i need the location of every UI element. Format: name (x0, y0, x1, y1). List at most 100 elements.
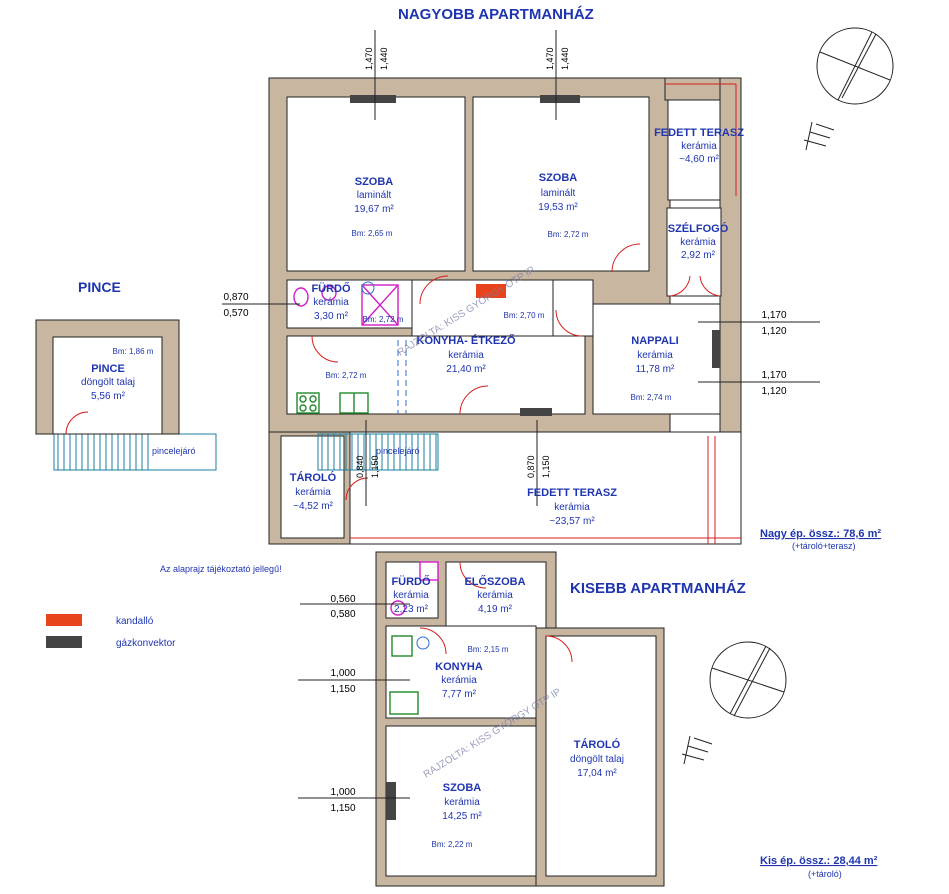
room-szelfogo (666, 207, 722, 297)
legend-label: kandalló (116, 616, 154, 627)
gas-heater-icon (46, 636, 82, 648)
room-floor: kerámia (477, 590, 513, 601)
room-height: Bm: 2,72 m (363, 315, 404, 324)
room-furdo-1 (286, 279, 413, 329)
gas-heater-icon (350, 95, 396, 103)
small-building (375, 551, 665, 887)
room-area: 7,77 m² (442, 689, 477, 700)
room-height: Bm: 2,74 m (631, 393, 672, 402)
total-small: Kis ép. össz.: 28,44 m² (760, 855, 878, 867)
room-fedett-terasz-bottom (349, 431, 742, 545)
room-label: FÜRDŐ (311, 282, 351, 295)
dimension-label: 1,440 (560, 47, 570, 70)
room-floor: kerámia (637, 350, 673, 361)
shower-icon (361, 284, 399, 326)
room-floor: kerámia (681, 141, 717, 152)
room-label: NAPPALI (631, 335, 678, 347)
room-konyha-etkezo (286, 335, 586, 415)
room-height: Bm: 2,65 m (352, 229, 393, 238)
room-floor: kerámia (444, 797, 480, 808)
room-height: Bm: 2,15 m (468, 645, 509, 654)
room-floor: laminált (541, 188, 576, 199)
fireplace-icon (46, 614, 82, 626)
gas-heater-icon (520, 408, 552, 416)
total-large: Nagy ép. össz.: 78,6 m² (760, 528, 881, 540)
room-height: Bm: 1,86 m (113, 347, 154, 356)
room-height: Bm: 2,22 m (432, 840, 473, 849)
total-large-sub: (+tároló+terasz) (792, 541, 856, 551)
room-area: 19,67 m² (354, 204, 394, 215)
dimension-label: 1,150 (370, 455, 380, 478)
room-height: Bm: 2,72 m (548, 230, 589, 239)
boiler-icon (416, 636, 430, 650)
room-szoba-2 (472, 96, 650, 272)
dimension-label: 1,150 (541, 455, 551, 478)
room-szoba-3 (385, 725, 537, 877)
dimension-label: 1,000 (330, 668, 355, 679)
room-label: ELŐSZOBA (464, 575, 525, 588)
room-label: SZÉLFOGÓ (668, 222, 729, 235)
room-furdo-2 (385, 561, 439, 619)
north-arrow-icon (803, 27, 894, 151)
room-height: Bm: 2,70 m (504, 311, 545, 320)
header-large-building: NAGYOBB APARTMANHÁZ (398, 6, 594, 23)
room-area: 2,23 m² (394, 604, 429, 615)
room-area: 19,53 m² (538, 202, 578, 213)
stove-icon (296, 392, 320, 414)
room-area: 17,04 m² (577, 768, 617, 779)
header-pince: PINCE (78, 279, 121, 295)
room-label: KONYHA- ÉTKEZŐ (417, 334, 516, 347)
total-small-sub: (+tároló) (808, 869, 842, 879)
room-szoba-1 (286, 96, 466, 272)
dimension-label: 1,470 (364, 47, 374, 70)
room-label: SZOBA (443, 782, 482, 794)
disclaimer: Az alaprajz tájékoztató jellegű! (160, 564, 282, 574)
room-label: KONYHA (435, 661, 483, 673)
room-area: 3,30 m² (314, 311, 349, 322)
legend-label: gázkonvektor (116, 638, 176, 649)
dimension-label: 1,000 (330, 787, 355, 798)
toilet-icon (390, 600, 406, 616)
dimension-label: 1,120 (761, 386, 786, 397)
room-label: FEDETT TERASZ (527, 487, 617, 499)
shower-icon (419, 561, 439, 581)
room-floor: kerámia (313, 297, 349, 308)
dimension-label: 1,440 (379, 47, 389, 70)
room-floor: laminált (357, 190, 392, 201)
room-floor: kerámia (295, 487, 331, 498)
dimension-lines (222, 30, 820, 799)
dimension-label: 0,870 (526, 455, 536, 478)
dimension-label: 1,170 (761, 310, 786, 321)
room-konyha-2 (385, 625, 537, 719)
room-floor: kerámia (680, 237, 716, 248)
large-building (268, 77, 742, 545)
sink-icon (389, 691, 419, 715)
boiler-icon (361, 281, 375, 295)
dimension-label: 0,570 (223, 308, 248, 319)
header-small-building: KISEBB APARTMANHÁZ (570, 580, 746, 597)
gas-heater-icon (712, 330, 720, 368)
dimension-label: 0,870 (223, 292, 248, 303)
room-area: ~23,57 m² (549, 516, 595, 527)
room-area: 4,19 m² (478, 604, 513, 615)
room-area: 11,78 m² (636, 364, 675, 375)
room-floor: kerámia (441, 675, 477, 686)
dimension-label: 0,840 (355, 455, 365, 478)
room-label: PINCE (91, 363, 125, 375)
room-area: ~4,52 m² (293, 501, 333, 512)
room-area: 21,40 m² (446, 364, 486, 375)
room-label: TÁROLÓ (290, 471, 337, 484)
dimension-label: 0,580 (330, 609, 355, 620)
gas-heater-icon (386, 782, 396, 820)
room-height: Bm: 2,72 m (326, 371, 367, 380)
fireplace-icon (476, 284, 506, 298)
room-tarolo-2 (545, 635, 657, 877)
room-floor: döngölt talaj (570, 754, 624, 765)
sink-icon (321, 285, 337, 301)
room-floor: kerámia (448, 350, 484, 361)
dimension-label: 1,150 (330, 684, 355, 695)
stair-label: pincelejáró (376, 446, 420, 456)
room-area: ~4,60 m² (679, 154, 719, 165)
room-fedett-terasz-top (667, 99, 721, 201)
